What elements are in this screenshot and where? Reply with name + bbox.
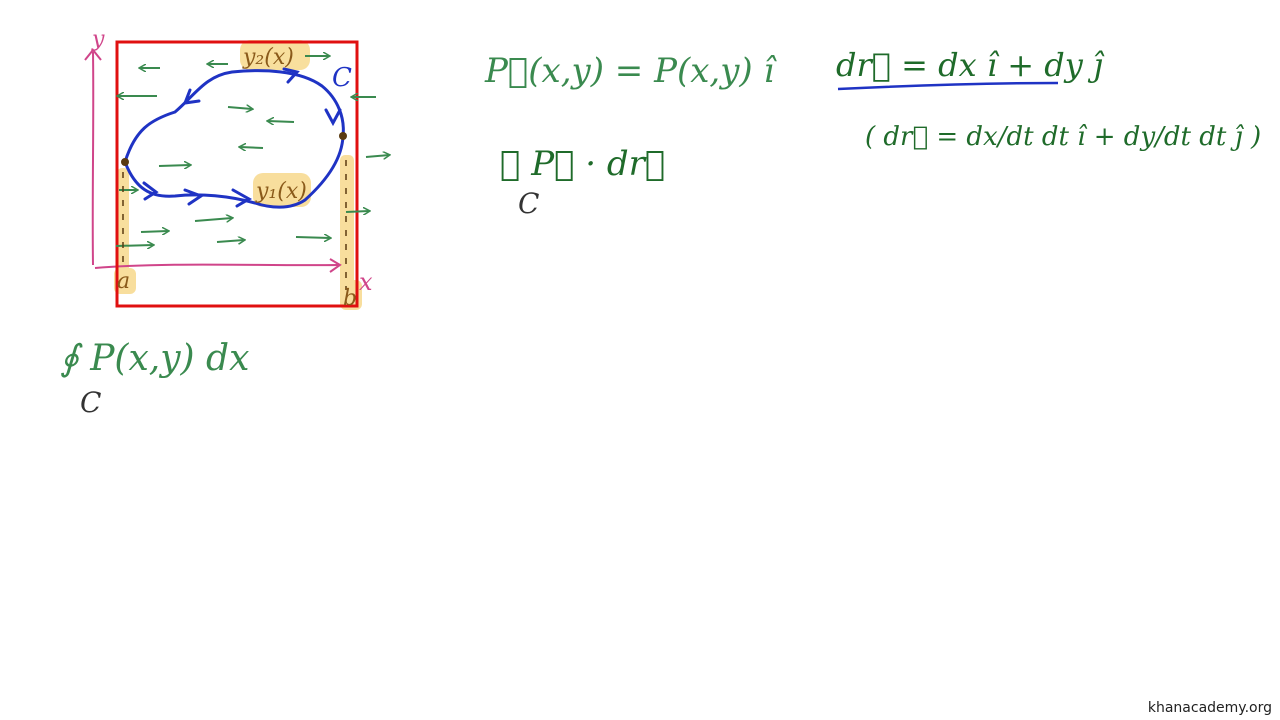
a-label: a [117,269,130,294]
dr-parametric: ( dr⃗ = dx/dt dt î + dy/dt dt ĵ ) [865,122,1261,152]
y-axis [91,51,95,266]
line-integral-subscript: C [518,187,539,220]
lower-curve-label: y₁(x) [255,179,307,204]
khanacademy-watermark: khanacademy.org [1147,700,1272,716]
boundary-dashes [122,160,347,290]
line-integral-equation: ∮ P⃗ · dr⃗ [500,144,665,184]
vector-field-arrows [115,56,389,246]
y-axis-arrowhead [84,48,102,61]
right-endpoint-dot [339,132,347,140]
axes [84,48,342,273]
dr-definition: dr⃗ = dx î + dy ĵ [836,46,1105,84]
curve-direction-arrows [142,67,342,208]
dr-underline [837,81,1059,91]
region-rectangle [115,40,359,308]
highlights [114,40,362,310]
x-axis [94,263,339,269]
curve-label: C [332,63,352,93]
x-axis-label: x [359,268,373,296]
x-axis-arrowhead [329,258,342,273]
b-label: b [343,286,357,311]
bottom-integral-subscript: C [80,386,101,419]
vector-field-equation: P⃗(x,y) = P(x,y) î [484,51,778,91]
y-axis-label: y [91,27,105,52]
bottom-line-integral: ∮ P(x,y) dx [60,338,249,379]
left-endpoint-dot [121,158,129,166]
upper-curve-label: y₂(x) [242,45,294,70]
